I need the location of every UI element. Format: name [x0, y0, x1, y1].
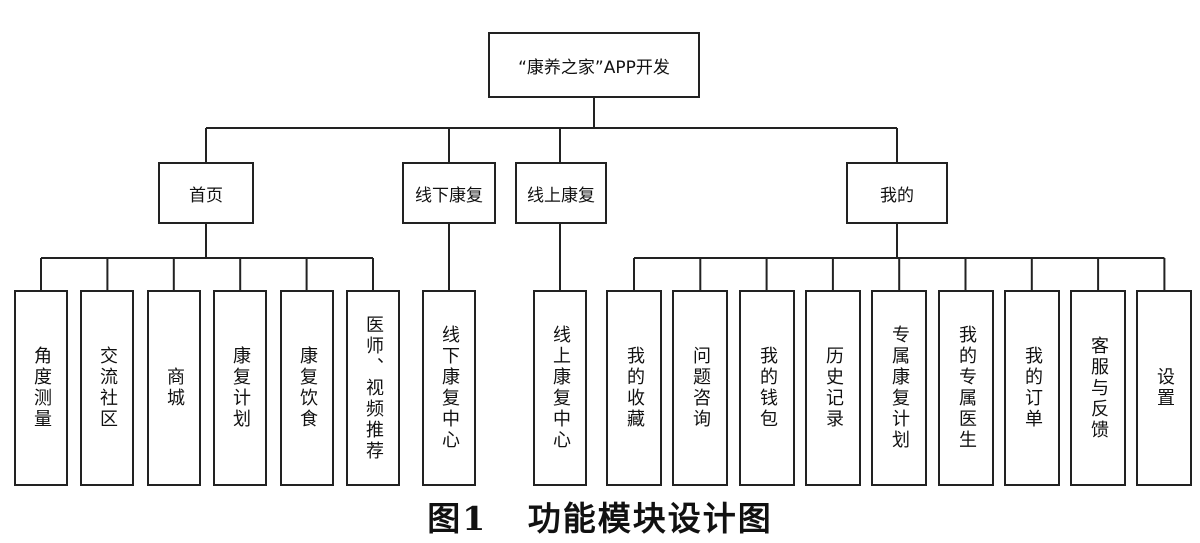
- leaf-node-4-4-label: 历史记录: [823, 346, 844, 430]
- branch-node-1-label: 首页: [189, 185, 223, 206]
- leaf-node-4-3-label: 我的钱包: [757, 346, 778, 430]
- leaf-node-1-6: 医师、视频推荐: [346, 290, 400, 486]
- leaf-node-4-5-label: 专属康复计划: [889, 325, 910, 451]
- leaf-node-1-3: 商城: [147, 290, 201, 486]
- branch-node-4-label: 我的: [880, 185, 914, 206]
- leaf-node-1-5: 康复饮食: [280, 290, 334, 486]
- leaf-node-4-7: 我的订单: [1004, 290, 1060, 486]
- root-node: “康养之家”APP开发: [488, 32, 700, 98]
- root-node-label: “康养之家”APP开发: [518, 57, 670, 78]
- leaf-node-1-5-label: 康复饮食: [297, 346, 318, 430]
- leaf-node-4-2: 问题咨询: [672, 290, 728, 486]
- branch-node-2-label: 线下康复: [415, 185, 483, 206]
- leaf-node-1-4-label: 康复计划: [230, 346, 251, 430]
- leaf-node-3-1: 线上康复中心: [533, 290, 587, 486]
- branch-node-3-label: 线上康复: [527, 185, 595, 206]
- leaf-node-4-1: 我的收藏: [606, 290, 662, 486]
- leaf-node-1-1: 角度测量: [14, 290, 68, 486]
- branch-node-4: 我的: [846, 162, 948, 224]
- leaf-node-4-3: 我的钱包: [739, 290, 795, 486]
- leaf-node-3-1-label: 线上康复中心: [550, 325, 571, 451]
- leaf-node-1-2: 交流社区: [80, 290, 134, 486]
- leaf-node-4-4: 历史记录: [805, 290, 861, 486]
- leaf-node-4-9-label: 设置: [1154, 367, 1175, 409]
- branch-node-1: 首页: [158, 162, 254, 224]
- leaf-node-1-6-label: 医师、视频推荐: [363, 314, 384, 462]
- leaf-node-4-5: 专属康复计划: [871, 290, 927, 486]
- leaf-node-4-6: 我的专属医生: [938, 290, 994, 486]
- branch-node-2: 线下康复: [402, 162, 496, 224]
- branch-node-3: 线上康复: [515, 162, 607, 224]
- leaf-node-4-9: 设置: [1136, 290, 1192, 486]
- leaf-node-4-8: 客服与反馈: [1070, 290, 1126, 486]
- leaf-node-2-1-label: 线下康复中心: [439, 325, 460, 451]
- leaf-node-4-6-label: 我的专属医生: [956, 325, 977, 451]
- leaf-node-1-2-label: 交流社区: [97, 346, 118, 430]
- leaf-node-1-1-label: 角度测量: [31, 346, 52, 430]
- leaf-node-4-1-label: 我的收藏: [624, 346, 645, 430]
- figure-caption: 图1 功能模块设计图: [427, 499, 773, 538]
- leaf-node-1-3-label: 商城: [164, 367, 185, 409]
- leaf-node-4-2-label: 问题咨询: [690, 346, 711, 430]
- leaf-node-4-8-label: 客服与反馈: [1088, 335, 1109, 441]
- leaf-node-2-1: 线下康复中心: [422, 290, 476, 486]
- leaf-node-4-7-label: 我的订单: [1022, 346, 1043, 430]
- leaf-node-1-4: 康复计划: [213, 290, 267, 486]
